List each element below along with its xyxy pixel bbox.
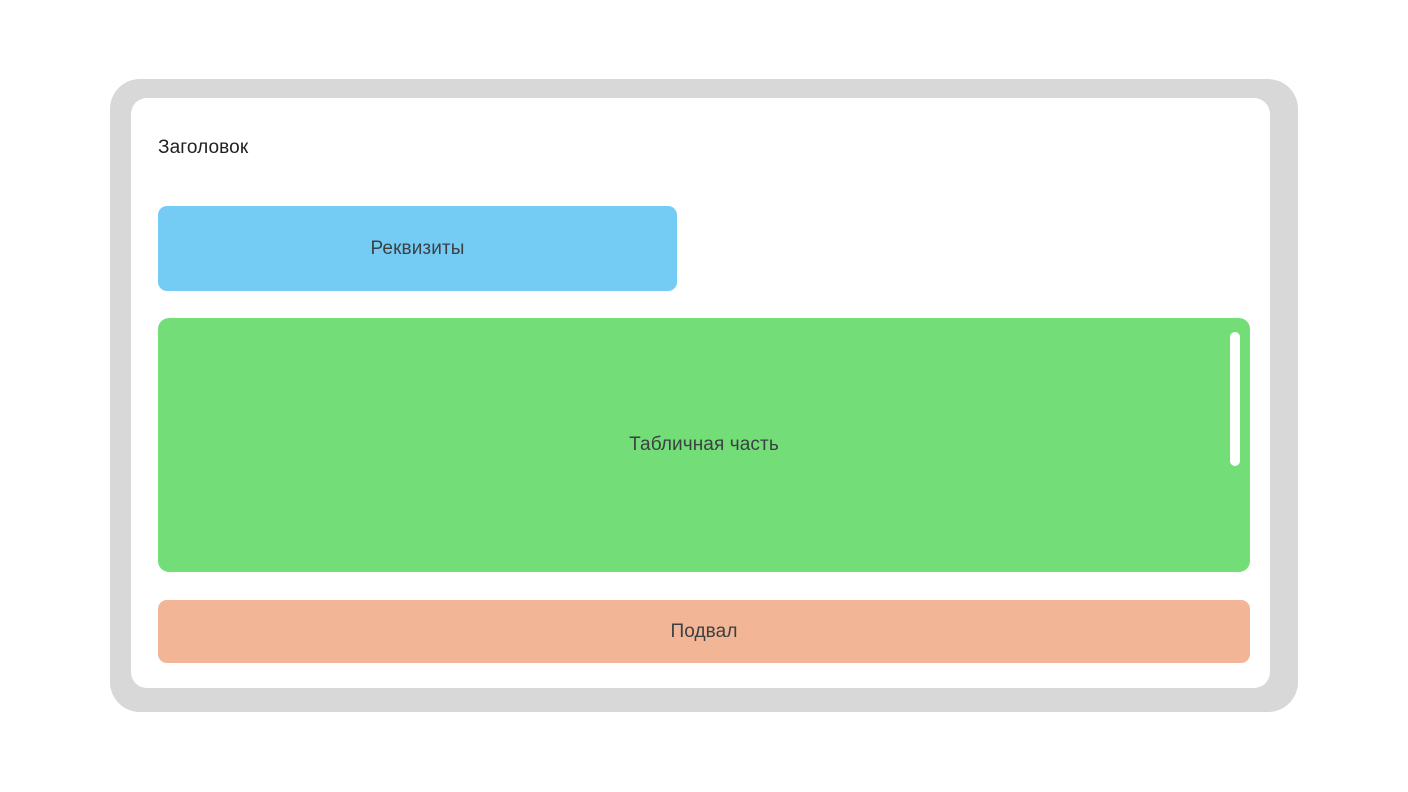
section-footer[interactable]: Подвал [158, 600, 1250, 663]
section-table-part-label: Табличная часть [629, 434, 779, 455]
section-attributes[interactable]: Реквизиты [158, 206, 677, 291]
page-title: Заголовок [158, 137, 249, 158]
section-footer-label: Подвал [670, 620, 738, 642]
table-part-scrollbar[interactable] [1230, 330, 1240, 560]
table-part-scrollbar-thumb[interactable] [1230, 332, 1240, 466]
section-table-part[interactable]: Табличная часть [158, 318, 1250, 572]
section-attributes-label: Реквизиты [370, 237, 465, 259]
